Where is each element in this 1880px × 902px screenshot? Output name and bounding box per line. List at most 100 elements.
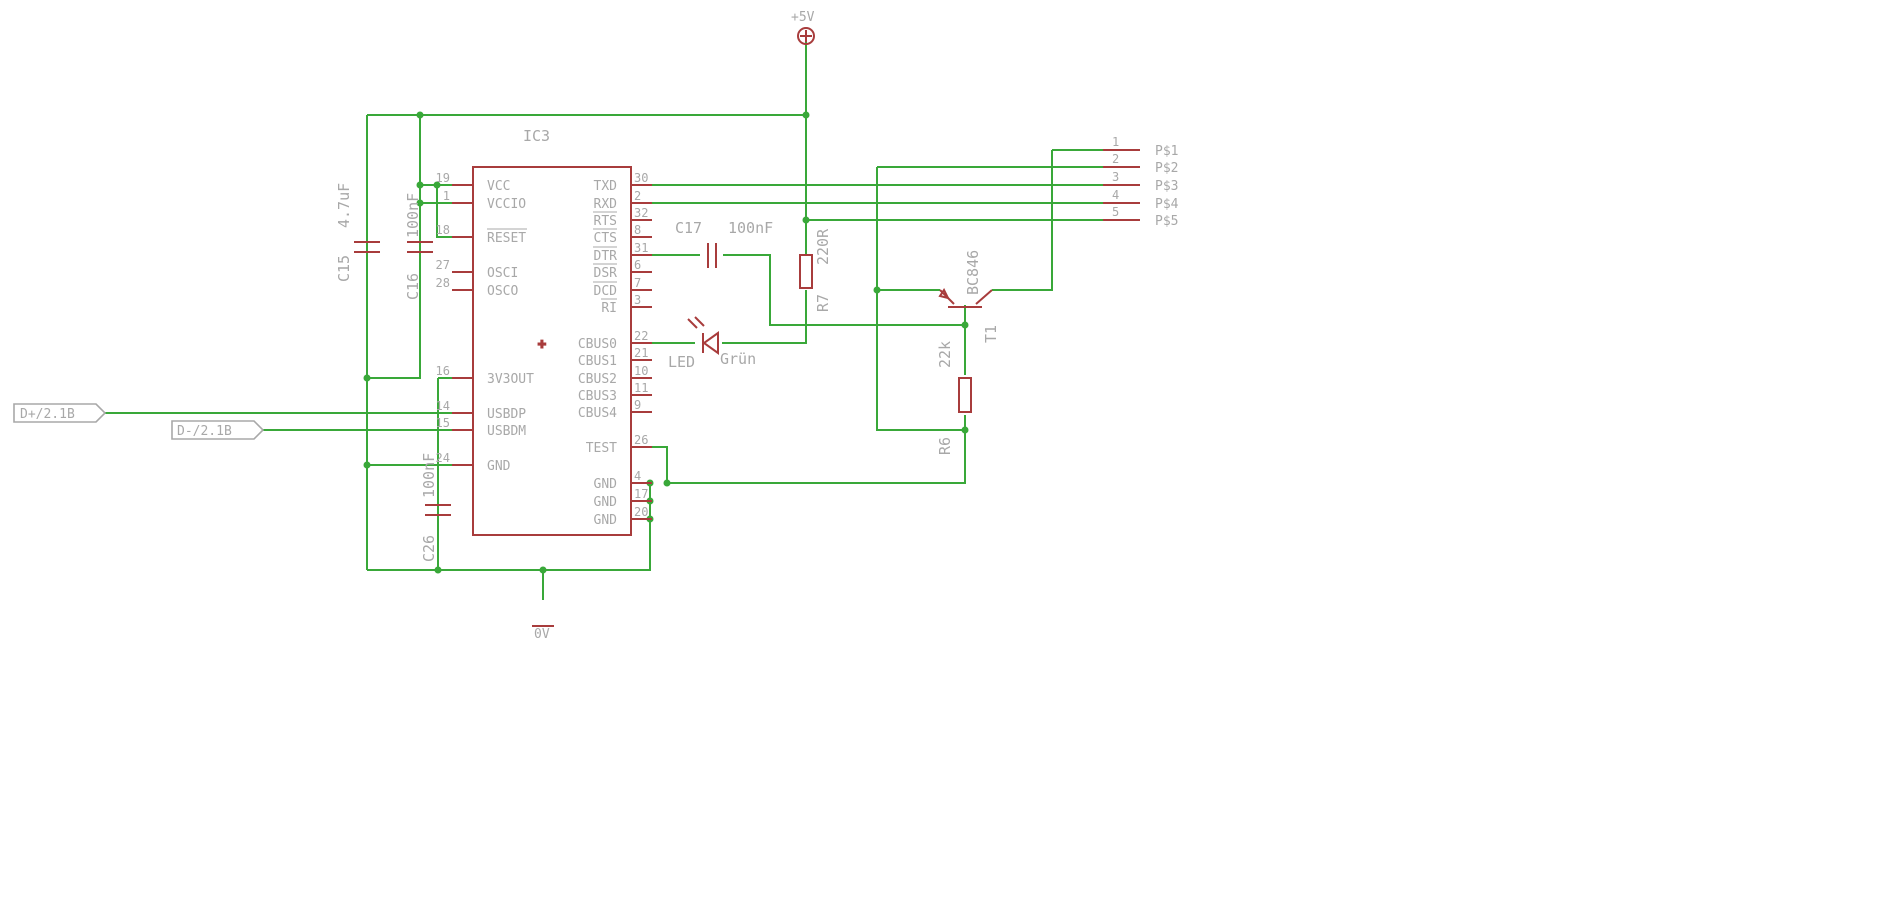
c16-value: 100nF — [404, 193, 422, 238]
led-ref: LED — [668, 353, 695, 371]
ic3-pin-name: GND — [594, 477, 618, 492]
wires — [105, 40, 1140, 600]
c16: C16 100nF — [404, 193, 433, 300]
ic3-pin-number: 3 — [634, 293, 641, 307]
ic3-pin-name: CBUS3 — [578, 389, 617, 404]
ic3-pin-number: 26 — [634, 433, 648, 447]
ic3-pin-number: 31 — [634, 241, 648, 255]
t1: BC846 T1 — [938, 250, 1000, 343]
led-value: Grün — [720, 350, 756, 368]
ic3-pin-name: CBUS2 — [578, 372, 617, 387]
wire-test — [650, 446, 668, 483]
ic3-pin-name: VCCIO — [487, 197, 526, 212]
wire-c16-top — [367, 115, 421, 379]
ic3-pin-name: DTR — [594, 249, 618, 264]
r7-ref: R7 — [814, 294, 832, 312]
ic3-pin-number: 24 — [436, 451, 450, 465]
wire-led-r7 — [722, 290, 807, 344]
r6-value: 22k — [936, 341, 954, 368]
ic3-pin-number: 21 — [634, 346, 648, 360]
ic3-pin-number: 32 — [634, 206, 648, 220]
junction — [663, 479, 671, 487]
c26: C26 100nF — [420, 453, 451, 562]
junction — [416, 181, 424, 189]
gnd-label: 0V — [534, 627, 550, 642]
port-dp-label: D+/2.1B — [20, 407, 75, 422]
junction — [416, 199, 424, 207]
ic3-pin-name: RTS — [594, 214, 617, 229]
ic3-pin-number: 10 — [634, 364, 648, 378]
connector-pin-name: P$4 — [1155, 197, 1179, 212]
wire-gnd-rail — [367, 485, 651, 571]
ic3-pin-number: 2 — [634, 189, 641, 203]
ic3-pin-name: TEST — [586, 441, 617, 456]
ic3-pin-name: RESET — [487, 231, 526, 246]
ic3-pin-name: DSR — [594, 266, 618, 281]
ic3-pin-number: 8 — [634, 223, 641, 237]
c17-ref: C17 — [675, 219, 702, 237]
junction — [416, 111, 424, 119]
ic3-pin-number: 22 — [634, 329, 648, 343]
ic3-pin-number: 9 — [634, 398, 641, 412]
led: LED Grün — [668, 316, 756, 371]
ic3-pin-number: 6 — [634, 258, 641, 272]
wire-t1-collector — [992, 150, 1053, 291]
junction — [802, 111, 810, 119]
connector-pin-number: 1 — [1112, 135, 1119, 149]
port-dp: D+/2.1B — [13, 403, 107, 423]
connector-pin-number: 4 — [1112, 188, 1119, 202]
junction — [961, 426, 969, 434]
t1-ref: T1 — [982, 325, 1000, 343]
vcc-label: +5V — [791, 10, 815, 25]
ic3-pin-number: 20 — [634, 505, 648, 519]
ic3-pin-number: 7 — [634, 276, 641, 290]
ic3-pin-name: CTS — [594, 231, 617, 246]
ic3-pin-name: CBUS0 — [578, 337, 617, 352]
connector-pin-number: 5 — [1112, 205, 1119, 219]
ic3-pin-name: USBDM — [487, 424, 526, 439]
c15-value: 4.7uF — [335, 183, 353, 228]
ic3-pin-number: 11 — [634, 381, 648, 395]
c17-value: 100nF — [728, 219, 773, 237]
c26-value: 100nF — [420, 453, 438, 498]
connector-pin-number: 3 — [1112, 170, 1119, 184]
ic3-origin-mark: + — [538, 337, 546, 352]
junction — [433, 181, 441, 189]
ic3-pin-name: CBUS4 — [578, 406, 617, 421]
c16-ref: C16 — [404, 273, 422, 300]
r7: 220R R7 — [799, 228, 832, 312]
ic3-pin-number: 18 — [436, 223, 450, 237]
junction — [961, 321, 969, 329]
ic3-pin-number: 4 — [634, 469, 641, 483]
ic3-pin-number: 1 — [443, 189, 450, 203]
ic3-pin-number: 28 — [436, 276, 450, 290]
junction — [434, 566, 442, 574]
ic3: IC3 + 19VCC1VCCIO18RESET27OSCI28OSCO163V… — [436, 127, 652, 536]
ic3-pin-name: GND — [594, 513, 618, 528]
port-dm: D-/2.1B — [171, 420, 265, 440]
r6-ref: R6 — [936, 437, 954, 455]
junction — [873, 286, 881, 294]
c15-ref: C15 — [335, 255, 353, 282]
gnd-symbol: 0V — [532, 625, 554, 642]
ic3-pin-name: OSCO — [487, 284, 518, 299]
c15: C15 4.7uF — [335, 183, 380, 282]
